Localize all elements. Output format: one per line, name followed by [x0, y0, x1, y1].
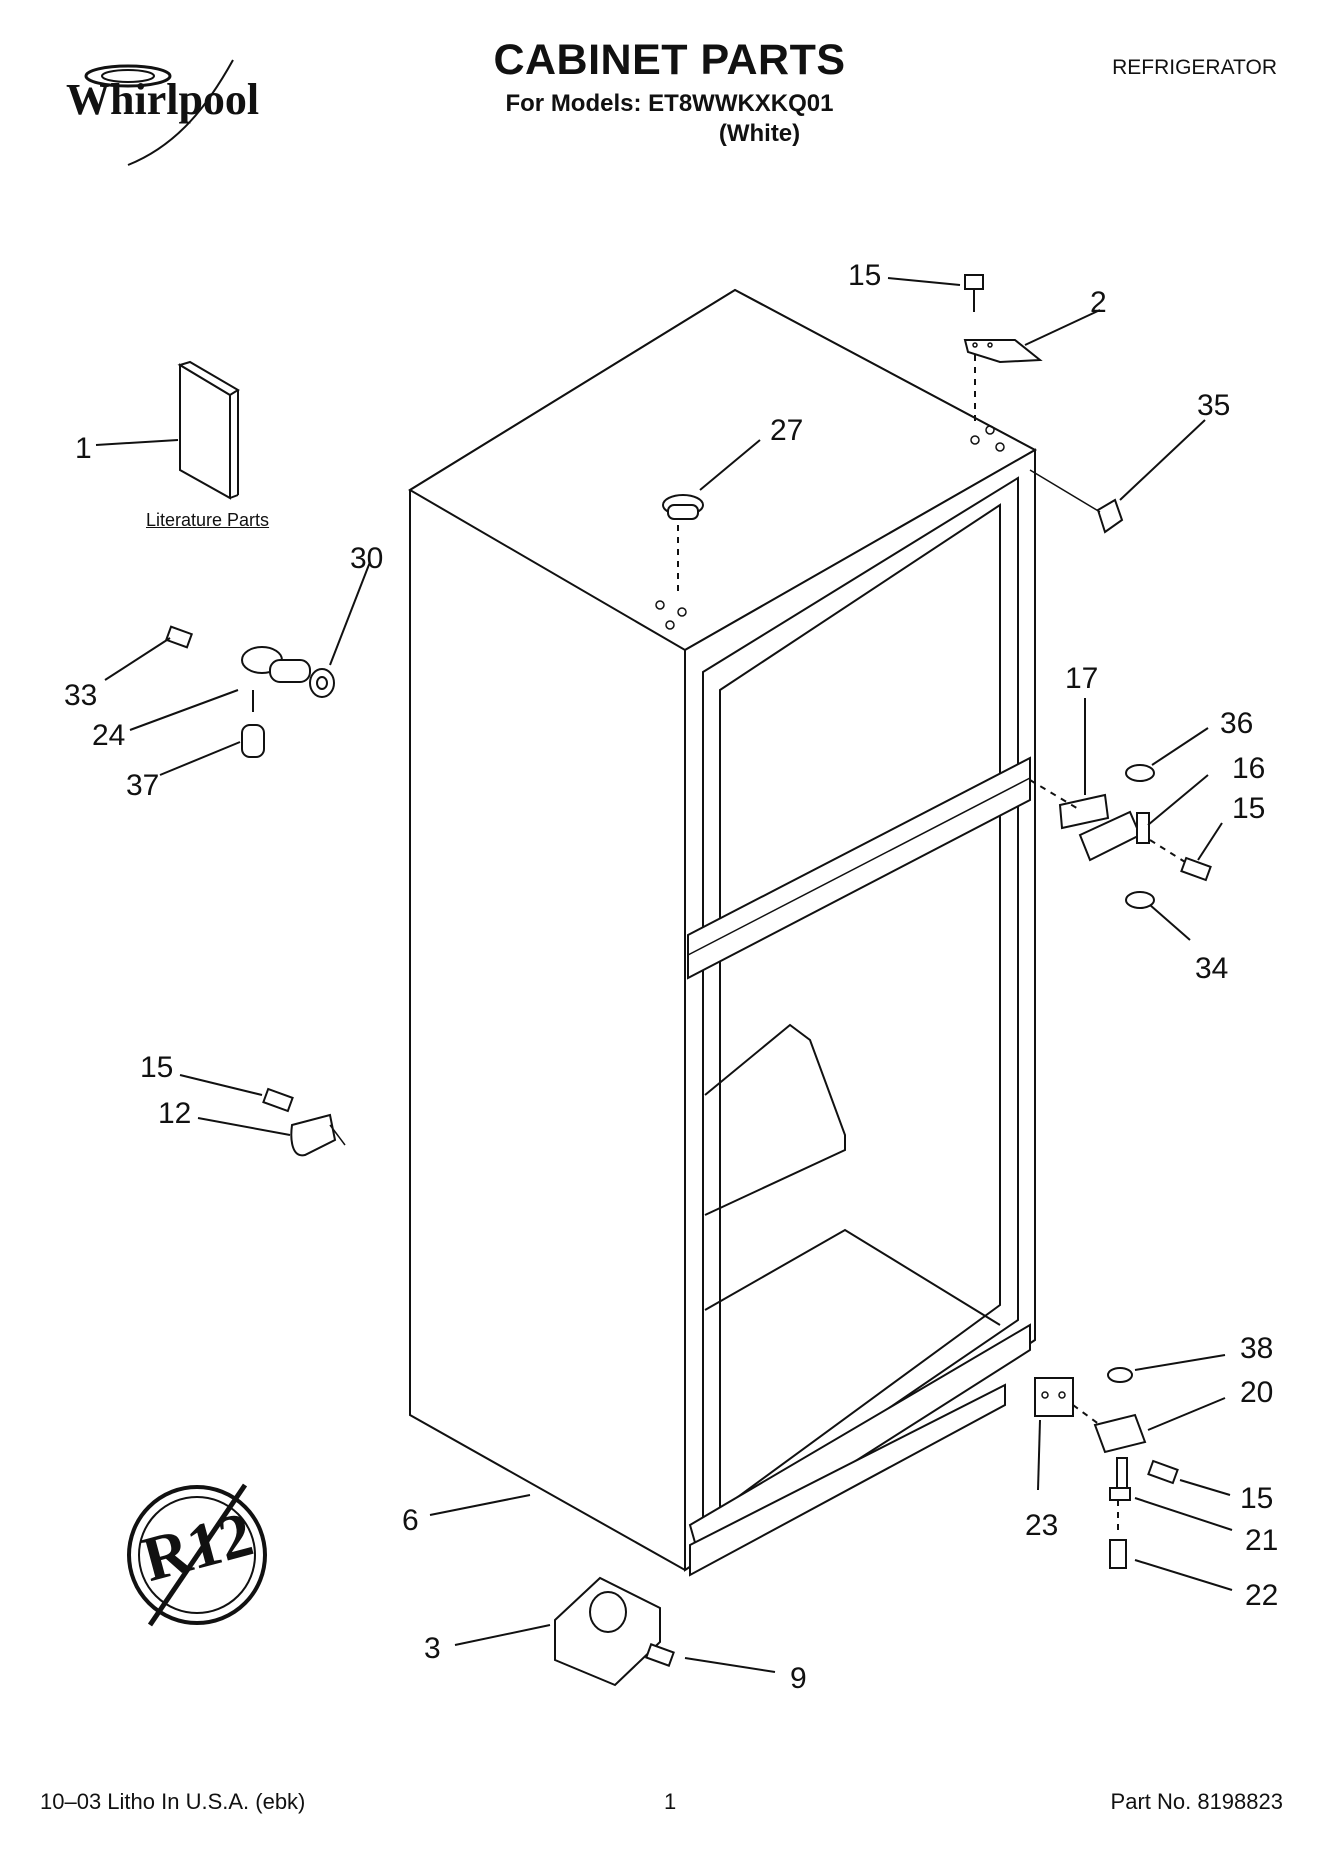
- callout-15-left: 15: [140, 1051, 173, 1084]
- screw-top: [964, 274, 984, 312]
- callout-27: 27: [770, 414, 803, 447]
- models-line: For Models: ET8WWKXKQ01: [505, 90, 834, 117]
- callout-15-top: 15: [848, 259, 881, 292]
- callout-17: 17: [1065, 662, 1098, 695]
- whirlpool-swirl-icon: [84, 59, 234, 166]
- page-number: 1: [664, 1789, 677, 1814]
- callout-35: 35: [1197, 389, 1230, 422]
- callout-23: 23: [1025, 1509, 1058, 1542]
- callout-2: 2: [1090, 286, 1107, 319]
- color-line: (White): [718, 120, 801, 147]
- callout-16: 16: [1232, 752, 1265, 785]
- hinge-cover: [1029, 469, 1124, 534]
- callout-34: 34: [1195, 952, 1228, 985]
- top-hinge: [963, 339, 1043, 425]
- no-r12-symbol: [127, 1483, 267, 1627]
- callout-1: 1: [75, 432, 92, 465]
- callout-12: 12: [158, 1097, 191, 1130]
- callout-20: 20: [1240, 1376, 1273, 1409]
- brand-wordmark: Whirlpool: [66, 75, 260, 124]
- part-number: Part No. 8198823: [1110, 1789, 1283, 1814]
- litho-info: 10–03 Litho In U.S.A. (ebk): [40, 1789, 306, 1814]
- callout-30: 30: [350, 542, 383, 575]
- callout-36: 36: [1220, 707, 1253, 740]
- callout-15-bottom: 15: [1240, 1482, 1273, 1515]
- leader-lines: [95, 277, 1233, 1673]
- door-bracket-12: [262, 1087, 346, 1157]
- callout-6: 6: [402, 1504, 419, 1537]
- callout-24: 24: [92, 719, 125, 752]
- bottom-hinge-assembly: [1034, 1367, 1179, 1569]
- brand-logo: Whirlpool: [48, 50, 288, 170]
- callout-3: 3: [424, 1632, 441, 1665]
- center-hinge-assembly: [1029, 764, 1212, 909]
- callout-9: 9: [790, 1662, 807, 1695]
- callout-37: 37: [126, 769, 159, 802]
- page-title: CABINET PARTS: [493, 36, 846, 84]
- callout-38: 38: [1240, 1332, 1273, 1365]
- appliance-type: REFRIGERATOR: [1112, 56, 1277, 79]
- roller-assembly: [554, 1576, 675, 1687]
- cabinet-body: [408, 288, 1038, 1577]
- literature-parts-label: Literature Parts: [146, 510, 270, 530]
- door-stop-assembly: [164, 625, 335, 758]
- callout-labels: 1 2 3 6 9 12 15 15 15 15 16 17 20 21 22 …: [64, 259, 1278, 1695]
- callout-21: 21: [1245, 1524, 1278, 1557]
- callout-33: 33: [64, 679, 97, 712]
- hole-plug: [662, 494, 704, 595]
- callout-15-center: 15: [1232, 792, 1265, 825]
- callout-22: 22: [1245, 1579, 1278, 1612]
- literature-parts: [177, 360, 240, 500]
